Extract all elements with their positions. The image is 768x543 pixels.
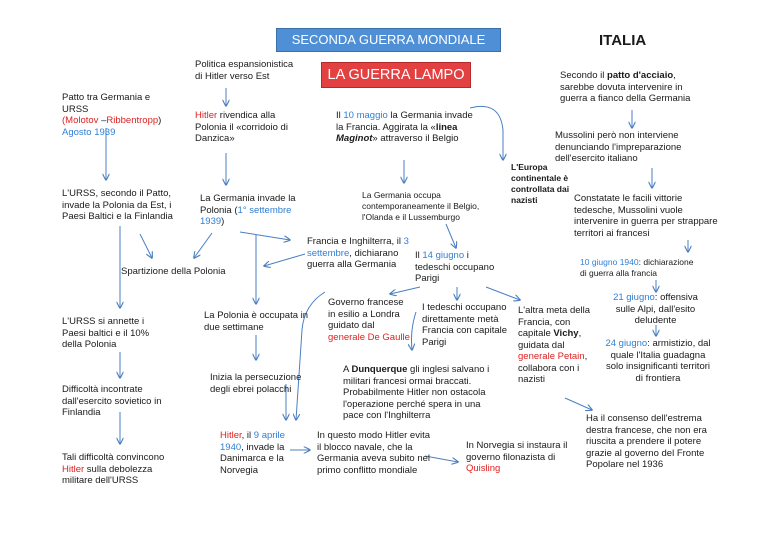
node-constatate: Constatate le facili vittorie tedesche, … xyxy=(574,193,718,239)
text: generale De Gaulle xyxy=(328,331,410,343)
node-germania-polonia: La Germania invade la Polonia (1° settem… xyxy=(200,193,300,228)
text: Secondo il xyxy=(560,70,608,81)
text: : dichiarazione di guerra alla francia xyxy=(580,257,694,278)
node-urss-annette: L'URSS si annette i Paesi baltici e il 1… xyxy=(62,316,150,350)
node-patto-urss: Patto tra Germania e URSS (Molotov –Ribb… xyxy=(62,92,172,138)
text: Francia e Inghilterra, il xyxy=(307,236,404,247)
text: Hitler xyxy=(195,110,218,121)
text: 14 giugno xyxy=(422,250,465,261)
text: rivendica alla Polonia il «corridoio di … xyxy=(195,110,288,144)
arrow-altra-consenso xyxy=(564,397,592,410)
text: la Germania invade la Francia. Aggirata … xyxy=(336,110,473,133)
text: Maginot xyxy=(336,133,373,144)
node-polonia-occ: La Polonia è occupata in due settimane xyxy=(204,310,309,333)
arrow-giugno-governo xyxy=(390,286,421,294)
text: generale Petain xyxy=(518,351,585,362)
text: 10 giugno 1940 xyxy=(580,257,639,267)
text: Dunquerque xyxy=(351,364,408,375)
node-dunquerque: A Dunquerque gli inglesi salvano i milit… xyxy=(343,364,491,422)
node-giugno21: 21 giugno: offensiva sulle Alpi, dall'es… xyxy=(603,292,708,327)
node-hitler-danzica: Hitler rivendica alla Polonia il «corrid… xyxy=(195,110,295,145)
node-consenso: Ha il consenso dell'estrema destra franc… xyxy=(586,413,707,470)
node-blocco: In questo modo Hitler evita il blocco na… xyxy=(317,430,431,476)
text: 1° settembre 1939 xyxy=(200,204,292,228)
text: , collabora con i nazisti xyxy=(518,351,588,385)
node-governo: Governo francese in esilio a Londra guid… xyxy=(328,297,410,343)
node-tedeschi-dir: I tedeschi occupano direttamente metà Fr… xyxy=(422,302,508,348)
node-vichy: L'altra meta della Francia, con capitale… xyxy=(518,305,598,386)
text: , invade la Danimarca e la Norvegia xyxy=(220,441,285,476)
node-mussolini: Mussolini però non interviene denunciand… xyxy=(555,130,682,164)
text: 24 giugno xyxy=(605,338,648,349)
arrow-blocco-norvegia xyxy=(424,455,458,462)
node-difficolta: Difficoltà incontrate dall'esercito sovi… xyxy=(62,384,162,418)
text: patto d'acciaio xyxy=(607,70,674,81)
text: : offensiva sulle Alpi, dall'esito delud… xyxy=(615,292,698,326)
text: , guidata dal xyxy=(518,328,582,351)
text: Tali difficoltà convincono xyxy=(62,452,165,463)
node-aprile: Hitler, il 9 aprile 1940, invade la Dani… xyxy=(220,430,300,476)
node-maggio: Il 10 maggio la Germania invade la Franc… xyxy=(336,110,476,145)
node-italia-patto: Secondo il patto d'acciaio, sarebbe dovu… xyxy=(560,70,710,105)
node-francia-ing: Francia e Inghilterra, il 3 settembre, d… xyxy=(307,236,412,271)
node-persecuzione: Inizia la persecuzione degli ebrei polac… xyxy=(210,372,302,395)
text: Vichy xyxy=(553,328,579,339)
text: , il xyxy=(241,430,254,441)
node-norvegia: In Norvegia si instaura il governo filon… xyxy=(466,440,576,475)
text: attraverso il Belgio xyxy=(377,133,459,144)
text: (Molotov xyxy=(62,115,99,126)
arrow-giugno-vichy xyxy=(485,286,520,300)
text: Patto tra Germania e URSS xyxy=(62,92,151,115)
node-occupa: La Germania occupa contemporaneamente il… xyxy=(362,190,480,222)
text: Ribbentropp xyxy=(106,115,159,126)
text: L'altra meta della Francia, con capitale xyxy=(518,305,591,339)
arrow-tedeschi-dunq xyxy=(412,311,417,350)
node-tali: Tali difficoltà convincono Hitler sulla … xyxy=(62,452,174,487)
arrow-govfrancese-aprile xyxy=(296,291,326,420)
text: Hitler xyxy=(220,430,242,441)
arrow-polonia-francia xyxy=(239,231,290,240)
text: linea xyxy=(435,121,458,133)
node-parigi: Il 14 giugno i tedeschi occupano Parigi xyxy=(415,250,495,285)
text: Il xyxy=(336,110,344,121)
arrow-urss-spartizione xyxy=(139,233,152,258)
text: 10 maggio xyxy=(343,110,388,121)
text: : armistizio, dal quale l'Italia guadagn… xyxy=(605,338,711,384)
text: ) xyxy=(221,216,225,227)
section-title: LA GUERRA LAMPO xyxy=(321,62,471,88)
node-urss-patto: L'URSS, secondo il Patto, invade la Polo… xyxy=(62,188,173,222)
node-politica: Politica espansionistica di Hitler verso… xyxy=(195,59,294,82)
arrow-maggio-europa xyxy=(469,105,503,160)
node-europa: L'Europa continentale è controllata dai … xyxy=(511,162,570,205)
text: , sarebbe dovuta intervenire in guerra a… xyxy=(560,70,691,104)
text: ) xyxy=(158,115,162,126)
text: Il xyxy=(415,250,423,261)
text: , dichiarano guerra alla Germania xyxy=(307,247,399,271)
node-spartizione: Spartizione della Polonia xyxy=(121,266,226,277)
text: gli inglesi salvano i militari francesi … xyxy=(343,364,490,421)
text: Quisling xyxy=(466,463,501,474)
text: Hitler xyxy=(62,463,85,475)
arrow-francia-spartizione xyxy=(264,253,306,266)
node-giugno10: 10 giugno 1940: dichiarazione di guerra … xyxy=(580,257,700,278)
arrow-polonia-spartizione xyxy=(194,232,213,258)
text: 9 aprile 1940 xyxy=(220,430,285,453)
main-title: SECONDA GUERRA MONDIALE xyxy=(276,28,501,52)
text: i tedeschi occupano Parigi xyxy=(415,250,495,284)
arrow-occupa-giugno xyxy=(445,223,456,248)
text: 3 settembre xyxy=(307,236,409,259)
text: La Germania invade la Polonia ( xyxy=(200,193,296,216)
italia-heading: ITALIA xyxy=(599,32,647,49)
node-giugno24: 24 giugno: armistizio, dal quale l'Itali… xyxy=(604,338,712,384)
text: – xyxy=(98,115,107,126)
text: sulla debolezza militare dell'URSS xyxy=(62,463,153,487)
text: » xyxy=(372,133,378,144)
text: In Norvegia si instaura il governo filon… xyxy=(466,440,568,463)
text: A xyxy=(343,364,352,375)
text: Governo francese in esilio a Londra guid… xyxy=(328,297,404,331)
text: 21 giugno xyxy=(613,292,655,303)
text: Agosto 1939 xyxy=(62,126,116,138)
